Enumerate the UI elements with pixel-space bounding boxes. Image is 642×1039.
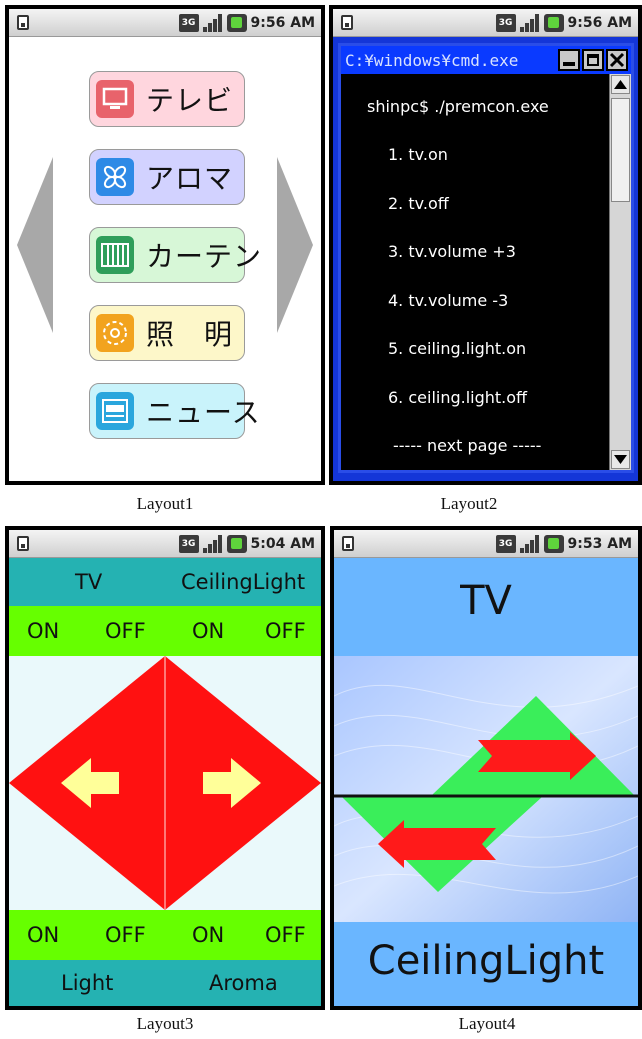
network-3g-icon: 3G xyxy=(178,14,199,32)
close-button[interactable] xyxy=(606,49,628,71)
layout1-screen: 3G 9:56 AM テレビ アロマ カーテ xyxy=(5,5,325,485)
triangle-up-icon xyxy=(614,80,627,89)
menu-label: テレビ xyxy=(146,84,234,117)
network-3g-icon: 3G xyxy=(495,14,516,32)
top-device-bar: TV CeilingLight xyxy=(9,558,321,606)
device-label-aroma[interactable]: Aroma xyxy=(209,971,278,995)
device-label-ceilinglight[interactable]: CeilingLight xyxy=(181,570,306,594)
menu-button-news[interactable]: ニュース xyxy=(89,383,260,439)
tv-off-button[interactable]: OFF xyxy=(105,619,146,643)
ceilinglight-on-button[interactable]: ON xyxy=(192,619,225,643)
status-bar: 3G 9:56 AM xyxy=(333,9,638,37)
news-icon xyxy=(96,392,134,430)
layout4-screen: 3G 9:53 AM TV CeilingLight xyxy=(330,526,642,1010)
menu-label: ニュース xyxy=(146,396,261,429)
menu-label: アロマ xyxy=(146,162,234,195)
sd-card-icon xyxy=(17,536,29,551)
cmd-menu-item[interactable]: 2. tv.off xyxy=(388,194,449,213)
light-on-button[interactable]: ON xyxy=(27,923,60,947)
bottom-device-bar: Light Aroma xyxy=(9,960,321,1006)
signal-bars-icon xyxy=(519,14,540,32)
battery-icon xyxy=(226,535,247,553)
status-time: 5:04 AM xyxy=(250,536,315,552)
layout2-screen: 3G 9:56 AM C:¥windows¥cmd.exe shinpc$ ./… xyxy=(329,5,642,485)
caption-layout4: Layout4 xyxy=(458,1014,516,1033)
menu-button-curtain[interactable]: カーテン xyxy=(89,227,261,283)
device-label-tv[interactable]: TV xyxy=(75,570,103,594)
aroma-icon xyxy=(96,158,134,196)
bottom-onoff-bar: ON OFF ON OFF xyxy=(9,910,321,960)
network-3g-icon: 3G xyxy=(178,535,199,553)
menu-button-light[interactable]: 照 明 xyxy=(89,305,245,361)
battery-icon xyxy=(543,14,564,32)
light-icon xyxy=(96,314,134,352)
sd-card-icon xyxy=(341,15,353,30)
left-arrow-icon xyxy=(61,758,119,808)
prev-page-arrow-icon[interactable] xyxy=(17,157,53,333)
scroll-down-button[interactable] xyxy=(611,450,630,469)
light-off-button[interactable]: OFF xyxy=(105,923,146,947)
cmd-prompt: shinpc$ ./premcon.exe xyxy=(367,97,549,116)
battery-icon xyxy=(543,535,564,553)
status-bar: 3G 9:56 AM xyxy=(9,9,321,37)
caption-layout2: Layout2 xyxy=(440,494,498,513)
tv-on-button[interactable]: ON xyxy=(27,619,60,643)
status-time: 9:53 AM xyxy=(567,536,632,552)
network-3g-icon: 3G xyxy=(495,535,516,553)
menu-label: 照 明 xyxy=(146,318,234,351)
status-time: 9:56 AM xyxy=(567,15,632,31)
layout3-screen: 3G 5:04 AM TV CeilingLight ON OFF ON OFF… xyxy=(5,526,325,1010)
sd-card-icon xyxy=(342,536,354,551)
left-arrow-icon xyxy=(378,820,496,868)
menu-button-aroma[interactable]: アロマ xyxy=(89,149,245,205)
menu-label: カーテン xyxy=(146,240,263,273)
signal-bars-icon xyxy=(202,535,223,553)
minimize-button[interactable] xyxy=(558,49,580,71)
next-page-link[interactable]: ----- next page ----- xyxy=(393,436,542,455)
cmd-window-title: C:¥windows¥cmd.exe xyxy=(345,51,519,70)
sd-card-icon xyxy=(17,15,29,30)
scrollbar[interactable] xyxy=(609,74,631,470)
caption-layout3: Layout3 xyxy=(136,1014,194,1033)
status-bar: 3G 5:04 AM xyxy=(9,530,321,558)
close-icon xyxy=(609,52,625,68)
right-arrow-icon xyxy=(478,732,596,780)
scrollbar-thumb[interactable] xyxy=(611,98,630,202)
signal-bars-icon xyxy=(519,535,540,553)
battery-icon xyxy=(226,14,247,32)
cmd-menu-item[interactable]: 3. tv.volume +3 xyxy=(388,242,516,261)
aroma-off-button[interactable]: OFF xyxy=(265,923,306,947)
swipe-area xyxy=(334,656,638,922)
signal-bars-icon xyxy=(202,14,223,32)
menu-button-tv[interactable]: テレビ xyxy=(89,71,245,127)
aroma-on-button[interactable]: ON xyxy=(192,923,225,947)
arrow-area xyxy=(9,656,321,910)
ceilinglight-off-button[interactable]: OFF xyxy=(265,619,306,643)
device-label-light[interactable]: Light xyxy=(61,971,114,995)
top-onoff-bar: ON OFF ON OFF xyxy=(9,606,321,656)
cmd-menu-item[interactable]: 4. tv.volume -3 xyxy=(388,291,509,310)
current-device-bottom[interactable]: CeilingLight xyxy=(367,938,605,984)
tv-icon xyxy=(96,80,134,118)
curtain-icon xyxy=(96,236,134,274)
status-bar: 3G 9:53 AM xyxy=(334,530,638,558)
cmd-menu-item[interactable]: 5. ceiling.light.on xyxy=(388,339,527,358)
triangle-down-icon xyxy=(614,455,627,464)
cmd-menu-item[interactable]: 6. ceiling.light.off xyxy=(388,388,528,407)
right-arrow-icon xyxy=(203,758,261,808)
cmd-window: C:¥windows¥cmd.exe shinpc$ ./premcon.exe… xyxy=(338,43,634,473)
cmd-menu-item[interactable]: 1. tv.on xyxy=(388,145,448,164)
next-page-arrow-icon[interactable] xyxy=(277,157,313,333)
scroll-up-button[interactable] xyxy=(611,75,630,94)
cmd-title-bar[interactable]: C:¥windows¥cmd.exe xyxy=(341,46,631,74)
status-time: 9:56 AM xyxy=(250,15,315,31)
current-device-top[interactable]: TV xyxy=(460,578,512,624)
caption-layout1: Layout1 xyxy=(136,494,194,513)
maximize-button[interactable] xyxy=(582,49,604,71)
